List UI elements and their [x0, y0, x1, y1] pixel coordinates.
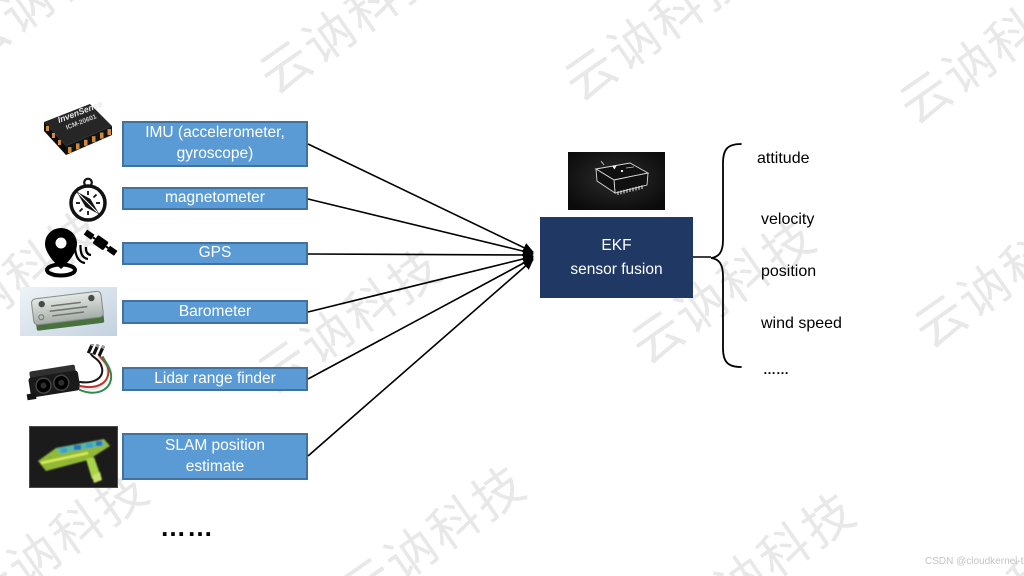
slam-pointcloud-image: [29, 426, 118, 488]
pointcloud-blob: [38, 439, 110, 483]
output-brace: [710, 143, 742, 368]
flight-controller-image: [568, 152, 665, 210]
sensor-box-barometer: Barometer: [122, 300, 308, 324]
sensor-label: Lidar range finder: [154, 369, 276, 387]
output-label-attitude: attitude: [757, 150, 810, 167]
map-pin-and-satellite-image: [36, 226, 120, 282]
lidar-wires: [79, 353, 113, 394]
ekf-fusion-box: EKF sensor fusion: [540, 217, 693, 298]
imu-chip-pins: [46, 126, 111, 153]
csdn-credit: CSDN @cloudkernel-tech: [925, 556, 1024, 567]
output-label-velocity: velocity: [761, 211, 815, 228]
compass-icon: [62, 174, 114, 226]
sensor-box-gps: GPS: [122, 242, 308, 265]
arrow-lines: [307, 143, 534, 457]
satellite: [83, 229, 118, 256]
output-label-position: position: [761, 263, 817, 280]
barometer-module-photo: [20, 287, 117, 336]
lidar-connector-pins: [86, 344, 106, 357]
compass-rays: [76, 191, 100, 215]
sensor-label: GPS: [198, 244, 232, 262]
sensor-label: SLAM position estimate: [165, 436, 265, 475]
lidar-body: [26, 364, 81, 401]
invensense-imu-chip-image: InvenSense ICM-20601: [36, 98, 118, 166]
sensor-box-lidar: Lidar range finder: [122, 367, 308, 391]
barometer-metal-plate: [31, 290, 104, 326]
sensor-box-magnetometer: magnetometer: [122, 187, 308, 210]
output-label-wind-speed: wind speed: [761, 315, 842, 332]
sensor-label: IMU (accelerometer, gyroscope): [145, 124, 285, 162]
sensor-box-imu: IMU (accelerometer, gyroscope): [122, 121, 308, 167]
sensor-label: magnetometer: [165, 189, 265, 207]
sensor-label: Barometer: [178, 302, 252, 320]
imu-chip-top-face: [44, 104, 112, 146]
more-sensors-ellipsis: ……: [160, 512, 214, 542]
output-ellipsis: ……: [763, 362, 789, 377]
fc-connector-pins: [617, 185, 643, 195]
ekf-label-line1: EKF: [601, 237, 632, 255]
sensor-box-slam: SLAM position estimate: [122, 433, 308, 480]
ekf-label-line2: sensor fusion: [570, 260, 663, 278]
signal-waves: [73, 242, 92, 265]
barometer-etched-text: [49, 301, 88, 317]
lidar-sensor-photo: [24, 344, 116, 412]
